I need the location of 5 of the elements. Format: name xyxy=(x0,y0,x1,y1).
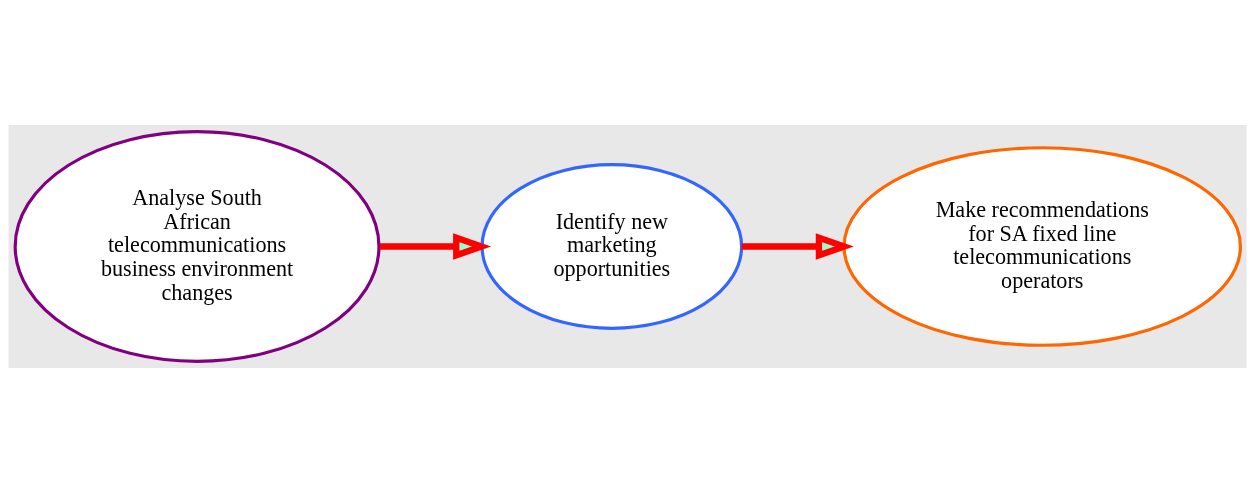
node-ellipse: Identify new marketing opportunities xyxy=(480,163,744,330)
arrow xyxy=(741,233,854,260)
arrow xyxy=(379,233,492,260)
node-ellipse: Analyse South African telecommunications business environment changes xyxy=(13,130,381,363)
node-ellipse: Make recommendations for SA fixed line telecommunications operators xyxy=(842,146,1243,347)
